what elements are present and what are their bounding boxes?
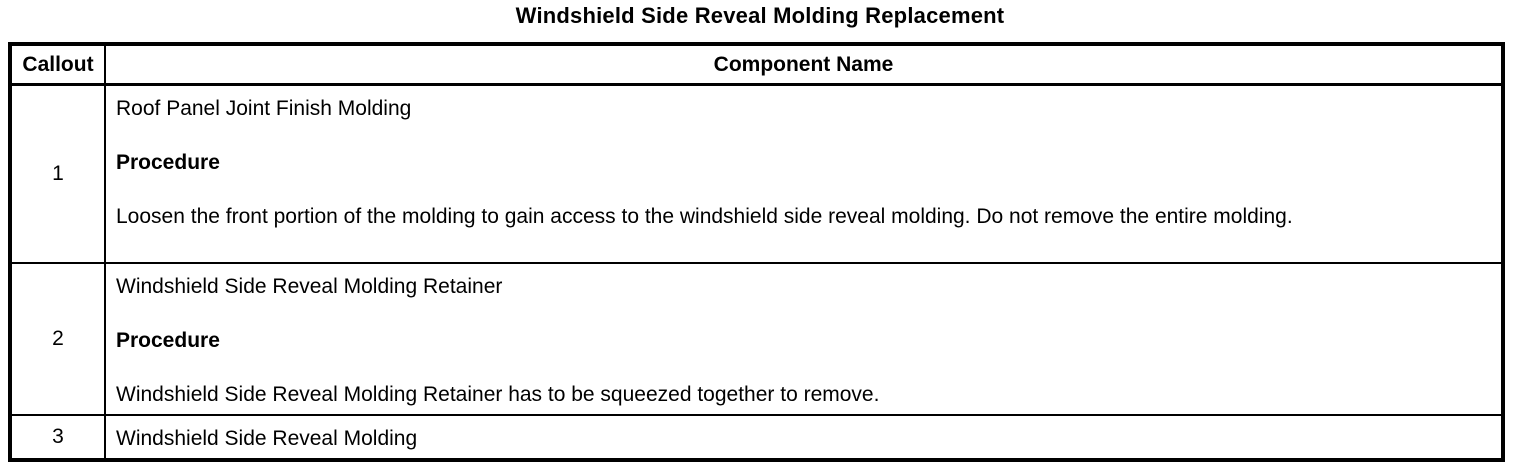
- column-header-component-name: Component Name: [104, 43, 1504, 86]
- component-cell-2: Windshield Side Reveal Molding Retainer …: [104, 261, 1504, 416]
- procedure-label: Procedure: [116, 328, 220, 352]
- procedure-text: Windshield Side Reveal Molding Retainer …: [116, 382, 880, 406]
- procedure-label: Procedure: [116, 151, 220, 174]
- component-name-text: Roof Panel Joint Finish Molding: [116, 97, 412, 120]
- table-header-row: Callout Component Name: [9, 43, 1504, 86]
- component-name-text: Windshield Side Reveal Molding Retainer: [116, 274, 503, 298]
- callout-table: Callout Component Name 1 Roof Panel Join…: [8, 42, 1505, 462]
- component-name-text: Windshield Side Reveal Molding: [116, 426, 418, 450]
- component-cell-1: Roof Panel Joint Finish Molding Procedur…: [104, 83, 1504, 264]
- table-row: 3 Windshield Side Reveal Molding: [9, 413, 1504, 461]
- page-title: Windshield Side Reveal Molding Replaceme…: [515, 3, 1005, 28]
- callout-number-2: 2: [9, 261, 106, 416]
- column-header-callout: Callout: [9, 43, 106, 86]
- callout-number-1: 1: [9, 83, 106, 264]
- table-row: 1 Roof Panel Joint Finish Molding Proced…: [9, 83, 1504, 264]
- table-row: 2 Windshield Side Reveal Molding Retaine…: [9, 261, 1504, 416]
- procedure-text: Loosen the front portion of the molding …: [116, 205, 1293, 228]
- component-cell-3: Windshield Side Reveal Molding: [104, 413, 1504, 461]
- callout-number-3: 3: [9, 413, 106, 461]
